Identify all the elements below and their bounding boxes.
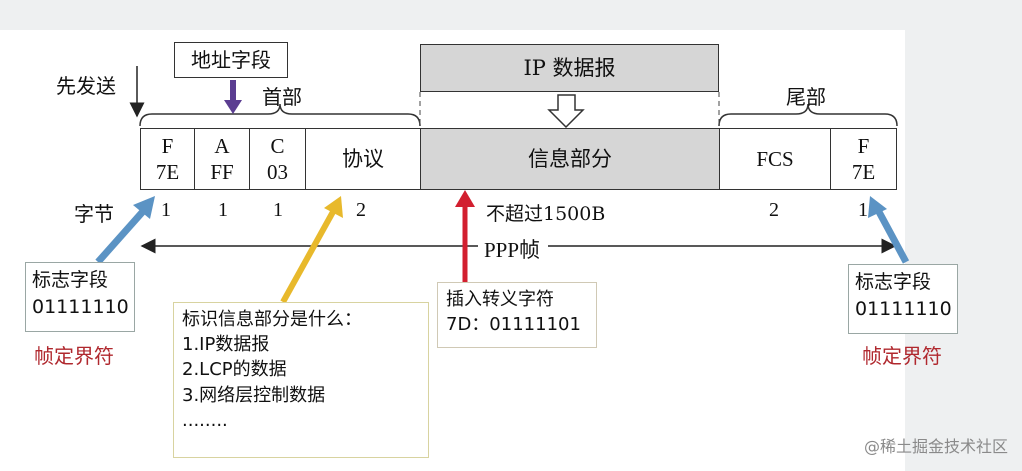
protocol-label: 协议 [342,146,384,171]
fcs-cell: FCS [719,128,831,190]
left-flag-caption: 帧定界符 [34,344,114,368]
left-flag-value: 01111110 [32,295,129,318]
right-flag-caption: 帧定界符 [862,344,942,368]
protocol-cell: 协议 [305,128,421,190]
address-cell: A FF [194,128,250,190]
ppp-frame-label: PPP帧 [482,234,543,264]
fcs-label: FCS [756,146,794,171]
bytes-control: 1 [273,199,283,221]
protocol-callout-item-1: 1.IP数据报 [182,334,270,356]
flag-start-cell: F 7E [140,128,195,190]
info-label: 信息部分 [528,146,612,171]
flag-start-value: 7E [155,160,180,184]
left-flag-arrow [95,196,155,265]
protocol-arrow [280,196,343,304]
bytes-protocol: 2 [356,199,366,221]
bytes-flag-start: 1 [161,199,171,221]
address-field-label: 地址字段 [191,47,271,72]
left-flag-title: 标志字段 [32,269,109,291]
protocol-callout: 标识信息部分是什么： 1.IP数据报 2.LCP的数据 3.网络层控制数据 ..… [173,302,429,458]
address-field-box: 地址字段 [174,42,288,78]
ip-datagram-box: IP 数据报 [420,44,719,92]
right-flag-title: 标志字段 [855,271,932,293]
protocol-callout-title: 标识信息部分是什么： [182,309,362,330]
hollow-down-arrow [547,94,585,129]
escape-arrow [455,190,475,282]
address-value: FF [210,160,234,184]
flag-start-name: F [161,133,174,158]
trailer-label: 尾部 [786,85,826,109]
right-flag-value: 01111110 [855,297,952,320]
flag-end-name: F [857,133,870,158]
control-cell: C 03 [249,128,306,190]
right-flag-callout: 标志字段 01111110 [848,264,958,334]
protocol-callout-item-3: 3.网络层控制数据 [182,384,326,406]
bytes-fcs: 2 [769,199,779,221]
header-label: 首部 [262,85,302,109]
info-cell: 信息部分 [420,128,720,190]
escape-callout: 插入转义字符 7D：01111101 [437,282,597,348]
left-flag-callout: 标志字段 01111110 [25,262,135,332]
flag-end-value: 7E [851,160,876,184]
protocol-callout-item-2: 2.LCP的数据 [182,359,287,381]
address-arrow [224,80,242,114]
escape-callout-value: 7D：01111101 [446,314,581,336]
send-first-label: 先发送 [56,74,116,98]
trailer-brace [718,103,898,127]
flag-end-cell: F 7E [830,128,897,190]
control-value: 03 [267,160,288,184]
header-brace [139,103,421,127]
escape-callout-title: 插入转义字符 [446,289,554,310]
address-name: A [214,133,230,158]
watermark: @稀土掘金技术社区 [863,437,1008,456]
bytes-flag-end: 1 [858,199,868,221]
bytes-info: 不超过1500B [486,203,606,225]
ip-datagram-label: IP 数据报 [523,55,616,80]
control-name: C [270,133,285,158]
right-flag-arrow [868,196,910,264]
bytes-label: 字节 [74,202,114,226]
protocol-callout-item-4: ........ [182,409,228,431]
bytes-address: 1 [218,199,228,221]
